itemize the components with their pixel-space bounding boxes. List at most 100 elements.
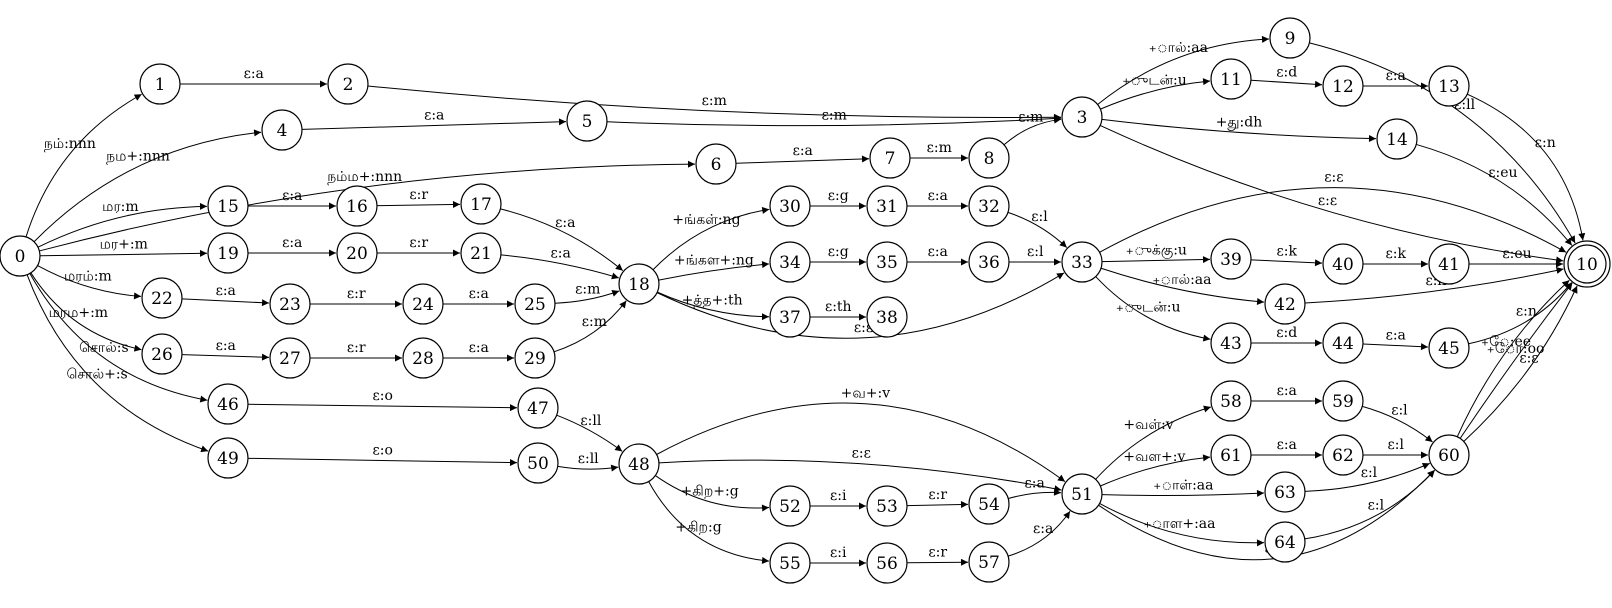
- state-circle: [207, 383, 249, 425]
- transition-63-60: ε:l: [1304, 462, 1430, 492]
- state-label: 7: [885, 149, 896, 169]
- transition-label: ε:d: [1276, 325, 1297, 341]
- transition-29-18: ε:m: [553, 300, 627, 353]
- transition-label: ε:l: [1361, 465, 1378, 481]
- state-circle: [207, 185, 249, 227]
- transition-label: ε:m: [582, 314, 607, 330]
- state-circle: [566, 100, 608, 142]
- state-42: 42: [1264, 283, 1306, 325]
- transition-48-52: +கிற+:g: [655, 475, 770, 512]
- transition-0-22: மரம்:m: [37, 265, 142, 300]
- transition-label: ε:eu: [1502, 246, 1531, 262]
- state-46: 46: [207, 383, 249, 425]
- state-circle: [269, 283, 311, 325]
- state-circle: [866, 542, 908, 584]
- state-11: 11: [1210, 58, 1252, 100]
- transition-2-3: ε:m: [367, 85, 1062, 121]
- state-circle: [1322, 243, 1364, 285]
- state-label: 29: [524, 349, 546, 369]
- state-3: 3: [1061, 96, 1103, 138]
- transition-62-60: ε:l: [1362, 437, 1428, 459]
- state-20: 20: [336, 232, 378, 274]
- transition-48-55: +கிற:g: [648, 481, 770, 564]
- state-label: 25: [524, 295, 546, 315]
- state-label: 6: [711, 155, 722, 175]
- transition-16-17: ε:r: [376, 187, 461, 208]
- state-39: 39: [1210, 238, 1252, 280]
- state-circle: [968, 483, 1010, 525]
- transition-60-10: +ோ:oo: [1459, 282, 1573, 439]
- state-circle: [1322, 322, 1364, 364]
- state-circle: [866, 485, 908, 527]
- transition-37-38: ε:th: [810, 299, 866, 321]
- state-label: 20: [346, 244, 368, 264]
- transition-arrow: [557, 464, 619, 472]
- state-63: 63: [1264, 471, 1306, 513]
- final-state-inner-circle: [1567, 244, 1607, 284]
- transition-arrow: [500, 254, 620, 280]
- transition-label: +கிற:g: [675, 519, 721, 535]
- transition-0-4: நம+:nnn: [33, 129, 262, 243]
- transition-label: ε:k: [1277, 243, 1298, 259]
- state-5: 5: [566, 100, 608, 142]
- transition-arrow: [1250, 259, 1323, 267]
- transition-0-49: சொல்+:s: [26, 274, 209, 453]
- state-1: 1: [139, 63, 181, 105]
- transition-arrow: [1467, 93, 1586, 241]
- transition-arrow: [1003, 116, 1062, 146]
- transition-51-63: +ாள்:aa: [1101, 477, 1265, 497]
- transition-arrow: [1099, 503, 1265, 547]
- state-label: 33: [1071, 253, 1093, 273]
- transition-arrow: [37, 202, 208, 248]
- transition-label: ε:a: [469, 340, 489, 356]
- transition-35-36: ε:a: [907, 244, 968, 266]
- state-label: 27: [279, 349, 301, 369]
- state-label: 18: [628, 275, 650, 295]
- state-label: 23: [279, 295, 301, 315]
- transitions-layer: நம்:nnnநம+:nnnநம்ம+:nnnமர:mமர+:mமரம்:mமர…: [25, 35, 1586, 567]
- state-circle: [336, 185, 378, 227]
- state-37: 37: [769, 296, 811, 338]
- state-45: 45: [1428, 327, 1470, 369]
- state-4: 4: [261, 109, 303, 151]
- state-circle: [968, 241, 1010, 283]
- state-circle: [1428, 243, 1470, 285]
- state-label: 55: [779, 554, 801, 574]
- state-label: 16: [346, 197, 368, 217]
- transition-59-60: ε:l: [1362, 403, 1433, 443]
- state-circle: [1210, 380, 1252, 422]
- state-label: 41: [1438, 255, 1460, 275]
- state-30: 30: [769, 185, 811, 227]
- transition-45-10: ε:n: [1468, 282, 1573, 345]
- transition-4-5: ε:a: [301, 108, 567, 130]
- state-label: 48: [628, 455, 650, 475]
- state-circle: [769, 241, 811, 283]
- transition-label: ε:g: [828, 188, 849, 204]
- state-label: 13: [1438, 77, 1460, 97]
- state-circle: [261, 109, 303, 151]
- transition-label: +வ+:v: [841, 386, 891, 402]
- transition-60-10: ε:ε: [1463, 285, 1578, 442]
- transition-46-47: ε:o: [247, 388, 518, 412]
- transition-24-25: ε:a: [442, 286, 514, 308]
- transition-51-64: +ாள+:aa: [1099, 503, 1265, 547]
- state-10: 10: [1563, 240, 1611, 288]
- state-label: 2: [343, 75, 354, 95]
- transition-label: ε:l: [1031, 209, 1048, 225]
- state-circle: [402, 283, 444, 325]
- state-label: 54: [978, 495, 1000, 515]
- transition-33-42: +ால்:aa: [1100, 267, 1265, 306]
- state-circle: [1061, 241, 1103, 283]
- state-12: 12: [1322, 65, 1364, 107]
- transition-arrow: [1362, 405, 1433, 443]
- state-label: 35: [876, 253, 898, 273]
- transition-arrow: [247, 403, 518, 412]
- state-label: 53: [876, 497, 898, 517]
- transition-18-37: +த்த+:th: [657, 291, 770, 321]
- state-19: 19: [207, 232, 249, 274]
- transition-3-9: +ால்:aa: [1097, 35, 1270, 105]
- state-label: 26: [151, 345, 173, 365]
- state-label: 4: [277, 121, 288, 141]
- transition-label: மர+:m: [100, 237, 148, 253]
